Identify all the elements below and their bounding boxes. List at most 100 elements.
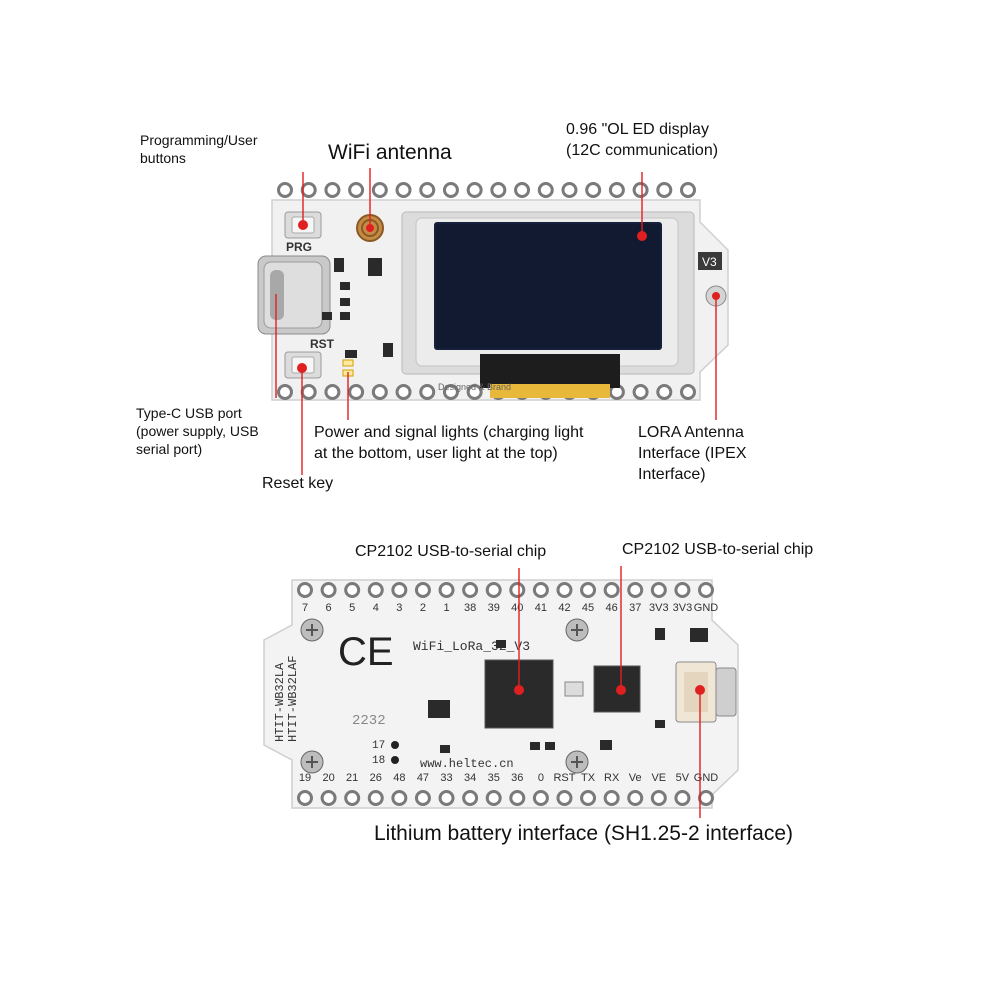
website-silk: www.heltec.cn [420,757,514,771]
label-line: (power supply, USB [136,423,259,440]
ce-mark: CE [338,630,394,674]
pin-hole [344,582,361,598]
pin-hole [585,182,602,198]
pin-hole [650,582,667,598]
pin-label: 38 [464,602,476,614]
pin-hole [344,790,361,806]
usb-c-back [715,667,737,717]
pin-hole [419,182,436,198]
pin-hole [509,790,526,806]
pin-hole [442,384,459,400]
pin-hole [367,582,384,598]
pin-hole [674,790,691,806]
pin-hole [348,384,365,400]
pin-label: 1 [443,602,449,614]
label-wifi-antenna: WiFi antenna [328,139,452,166]
label-line: Lithium battery interface (SH1.25-2 inte… [374,822,794,845]
model-silk: WiFi_LoRa_32_V3 [413,639,530,654]
pin-hole [277,384,293,400]
pin-hole [391,790,408,806]
board-front: PRG RST [257,182,729,401]
label-reset-key: Reset key [262,474,333,495]
label-line: (12C communication) [566,141,719,159]
label-battery-interface: Lithium battery interface (SH1.25-2 inte… [374,820,793,847]
label-line: Interface (IPEX [638,444,747,462]
pin-hole [297,790,313,806]
pin-hole [320,790,337,806]
pin-label: 35 [488,772,500,784]
pin-hole [509,582,526,598]
label-line: Programming/User [140,132,258,148]
leader-lines-bottom [518,566,701,818]
pin-label: 45 [582,602,594,614]
pin-hole [656,384,673,400]
pin-label: 0 [538,772,544,784]
pin-hole [561,182,578,198]
pin-hole [462,790,479,806]
pin-label: VE [651,772,666,784]
pin-label: RST [553,772,575,784]
pin-hole [297,582,313,598]
pin-label: 47 [417,772,429,784]
pin-hole [698,790,714,806]
pin-hole [442,182,459,198]
designer-silk: Designed & Brand [438,382,511,392]
pin-label: 21 [346,772,358,784]
pin-hole [348,182,365,198]
pin-label: Ve [629,772,642,784]
pin-hole [603,582,620,598]
pin-hole [300,384,317,400]
pin-hole [466,384,483,400]
pin-label: GND [694,602,719,614]
pin-hole [608,182,625,198]
pin-hole [367,790,384,806]
pin-hole [674,582,691,598]
prg-silk: PRG [286,240,312,254]
label-line: CP2102 USB-to-serial chip [622,541,814,558]
pin-hole [395,182,412,198]
label-line: Interface) [638,465,706,483]
cp2102-chip [593,665,641,713]
label-line: Reset key [262,475,334,492]
pin-hole [414,790,431,806]
pin-label: 3 [396,602,402,614]
pin-label: 40 [511,602,523,614]
pin-hole [466,182,483,198]
mounting-screws [300,618,589,774]
label-oled-display: 0.96 "OL ED display (12C communication) [566,120,718,162]
header-pins-top [277,182,696,198]
pin-hole [490,182,507,198]
pin-hole [680,384,696,400]
label-line: Type-C USB port [136,405,242,421]
pin-hole [632,182,649,198]
usb-c-port [257,255,331,335]
pin-hole [532,790,549,806]
pin-hole [419,384,436,400]
back-smd-components [428,628,708,753]
pin-hole [656,182,673,198]
pin-hole [438,582,455,598]
battery-connector [675,661,717,723]
pin-hole [462,582,479,598]
pin-hole [556,582,573,598]
pin-hole [414,582,431,598]
label-line: buttons [140,150,186,167]
pin-label: 34 [464,772,476,784]
pin-label: 5V [676,772,690,784]
pin-label: 5 [349,602,355,614]
pin-hole [627,790,644,806]
oled-module [401,211,695,398]
crystal [564,681,584,697]
pin-hole [320,582,337,598]
pin-hole [632,384,649,400]
pin-hole [324,182,341,198]
pin-hole [438,790,455,806]
pin-label: 37 [629,602,641,614]
pin-label: RX [604,772,620,784]
pin-hole [391,582,408,598]
rst-silk: RST [310,337,335,351]
pin-hole [650,790,667,806]
